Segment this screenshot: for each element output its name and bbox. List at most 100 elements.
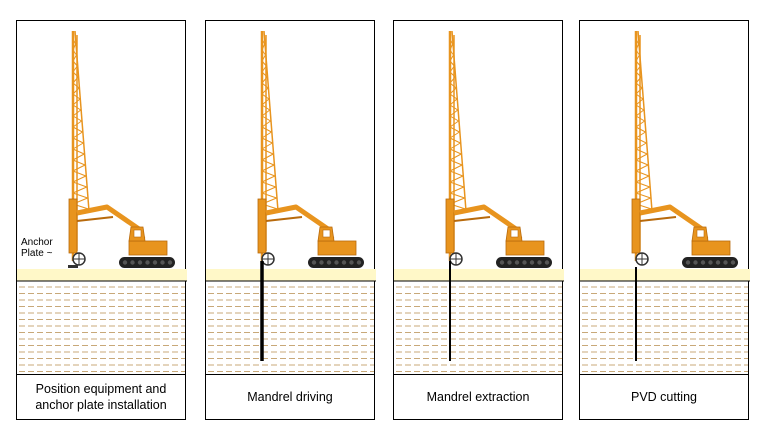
mast-lattice bbox=[635, 186, 650, 194]
mast-lattice bbox=[635, 153, 648, 161]
mast-lattice bbox=[72, 148, 85, 155]
mast-lattice bbox=[72, 126, 83, 133]
mast-backstay bbox=[263, 30, 279, 212]
mast-lattice bbox=[449, 142, 461, 150]
mast-lattice bbox=[449, 148, 462, 155]
mast-lattice bbox=[449, 98, 458, 106]
boom-cylinder bbox=[453, 216, 491, 222]
track-roller bbox=[522, 260, 527, 265]
mast-lattice bbox=[449, 153, 462, 161]
mast-lattice bbox=[635, 104, 645, 111]
mast-lattice bbox=[635, 170, 650, 177]
mast-lattice bbox=[449, 164, 463, 172]
mast-lattice bbox=[72, 137, 84, 144]
mast-lattice bbox=[261, 104, 271, 111]
excavator-body bbox=[691, 240, 731, 256]
mast-lattice bbox=[635, 43, 640, 51]
mast-lattice bbox=[449, 76, 456, 84]
mast-lattice bbox=[635, 87, 643, 95]
mast-lattice bbox=[635, 98, 644, 106]
mast-lattice bbox=[449, 186, 464, 194]
mast-lattice bbox=[261, 164, 275, 172]
cab-window bbox=[510, 229, 519, 238]
mast-lattice bbox=[635, 65, 641, 73]
boom-cylinder bbox=[265, 216, 303, 222]
mast-lattice bbox=[261, 71, 268, 78]
mast-lattice bbox=[449, 104, 459, 111]
mast-lattice bbox=[635, 54, 640, 62]
boom-cylinder bbox=[76, 216, 114, 222]
excavator-body bbox=[505, 240, 545, 256]
mast-lattice bbox=[72, 87, 80, 95]
mast-lattice bbox=[72, 164, 86, 172]
mast-lattice bbox=[449, 49, 454, 56]
track-roller bbox=[723, 260, 728, 265]
mast-lattice bbox=[449, 93, 458, 100]
mast-lattice bbox=[449, 137, 461, 144]
mast-lattice bbox=[635, 76, 642, 84]
track-roller bbox=[152, 260, 158, 265]
mast-lattice bbox=[72, 115, 82, 122]
mast-lattice bbox=[449, 54, 454, 62]
mast-lattice bbox=[261, 82, 269, 89]
mast-lattice bbox=[261, 186, 276, 194]
mast-lattice bbox=[635, 82, 643, 89]
track-roller bbox=[700, 260, 706, 265]
mast-lattice bbox=[449, 170, 464, 177]
mast-lattice bbox=[635, 60, 641, 67]
anchor-plate-label: Anchor Plate ~ bbox=[21, 237, 53, 259]
track-roller bbox=[122, 260, 128, 265]
mast-lattice bbox=[72, 186, 87, 194]
track-roller bbox=[499, 260, 505, 265]
mast-lattice bbox=[72, 49, 77, 56]
track-roller bbox=[529, 260, 535, 265]
mast-lattice bbox=[72, 104, 82, 111]
track-roller bbox=[341, 260, 347, 265]
ground-surface bbox=[394, 269, 564, 281]
mast-lattice bbox=[449, 43, 454, 51]
step-panel-position-equipment: Anchor Plate ~ Position equipment and an… bbox=[16, 20, 187, 420]
track-roller bbox=[160, 260, 165, 265]
cab-window bbox=[322, 229, 331, 238]
mast-lattice bbox=[635, 131, 646, 139]
mast-lattice bbox=[261, 87, 269, 95]
cab-window bbox=[133, 229, 142, 238]
mast-lattice bbox=[261, 120, 271, 128]
mast-lattice bbox=[261, 43, 266, 51]
track-roller bbox=[356, 260, 362, 265]
rig-illustration bbox=[206, 30, 376, 372]
mast-lattice bbox=[449, 126, 460, 133]
rig-illustration bbox=[17, 30, 187, 372]
mast-lattice bbox=[72, 131, 83, 139]
mast-lattice bbox=[72, 93, 81, 100]
mast-lattice bbox=[635, 93, 644, 100]
rig-illustration bbox=[394, 30, 564, 372]
mast-lattice bbox=[72, 175, 87, 183]
track-roller bbox=[145, 260, 150, 265]
ground-surface bbox=[17, 269, 187, 281]
track-roller bbox=[311, 260, 317, 265]
excavator-body bbox=[128, 240, 168, 256]
track-roller bbox=[708, 260, 713, 265]
mast-leader bbox=[257, 198, 267, 254]
step-panel-pvd-cutting: PVD cutting bbox=[579, 20, 750, 420]
mast-lattice bbox=[635, 159, 649, 166]
anchor-plate bbox=[68, 265, 78, 268]
step-caption: Mandrel extraction bbox=[426, 390, 530, 404]
mast-lattice bbox=[72, 170, 87, 177]
mast-backstay bbox=[451, 30, 467, 212]
mast-leader bbox=[445, 198, 455, 254]
mast-lattice bbox=[261, 38, 266, 45]
mast-lattice bbox=[72, 60, 78, 67]
mast-lattice bbox=[635, 137, 647, 144]
mast-lattice bbox=[261, 181, 276, 188]
mast-lattice bbox=[261, 131, 272, 139]
mast-lattice bbox=[449, 82, 457, 89]
mast-lattice bbox=[261, 159, 275, 166]
mast-lattice bbox=[449, 131, 460, 139]
mast-lattice bbox=[72, 98, 81, 106]
rig-illustration bbox=[580, 30, 750, 372]
mast-lattice bbox=[449, 175, 464, 183]
mast-lattice bbox=[449, 192, 465, 199]
mast-lattice bbox=[72, 43, 77, 51]
